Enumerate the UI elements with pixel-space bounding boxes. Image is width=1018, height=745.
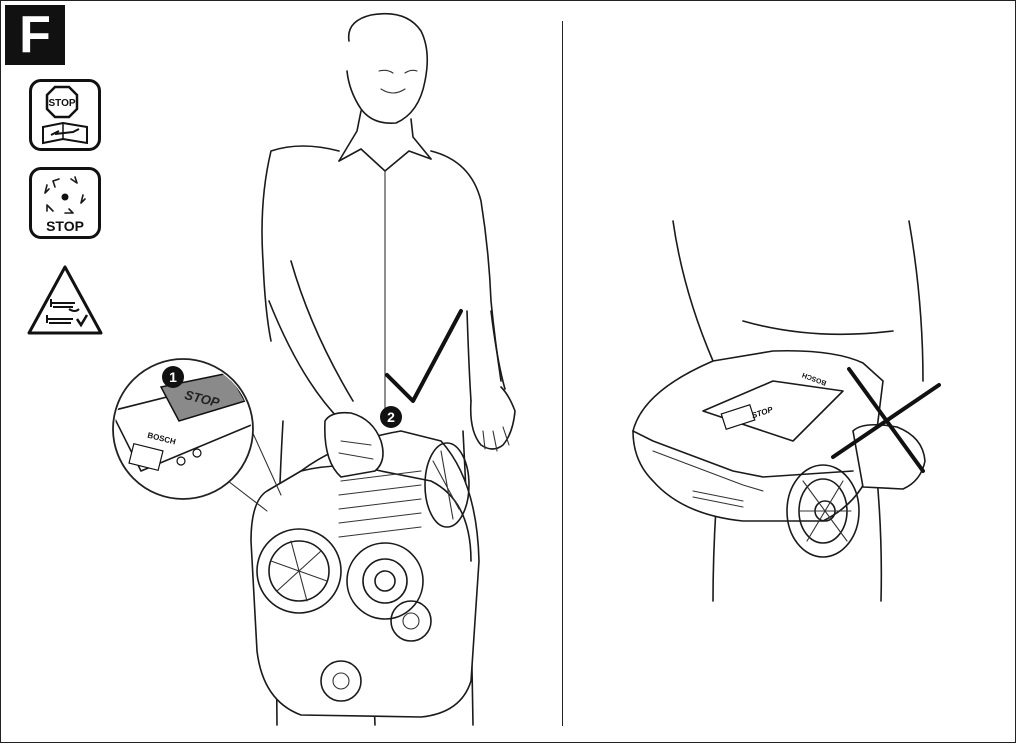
- panel-divider: [562, 21, 563, 726]
- correct-carry-illustration: STOP BOSCH 1 2: [112, 12, 516, 726]
- section-letter-badge: F: [5, 5, 65, 65]
- warning-lift-icon: [27, 265, 103, 335]
- rotation-arrows-icon: STOP: [44, 176, 86, 234]
- step-2-callout: 2: [387, 409, 395, 425]
- stop-read-manual-icon: STOP: [29, 79, 101, 151]
- stop-sign-label: STOP: [48, 98, 75, 109]
- incorrect-carry-illustration: STOP BOSCH: [632, 220, 941, 602]
- blade-stop-icon: STOP: [29, 167, 101, 239]
- stop-sign-icon: STOP: [42, 85, 88, 145]
- step-1-callout: 1: [169, 369, 177, 385]
- rotation-stop-label: STOP: [46, 218, 84, 234]
